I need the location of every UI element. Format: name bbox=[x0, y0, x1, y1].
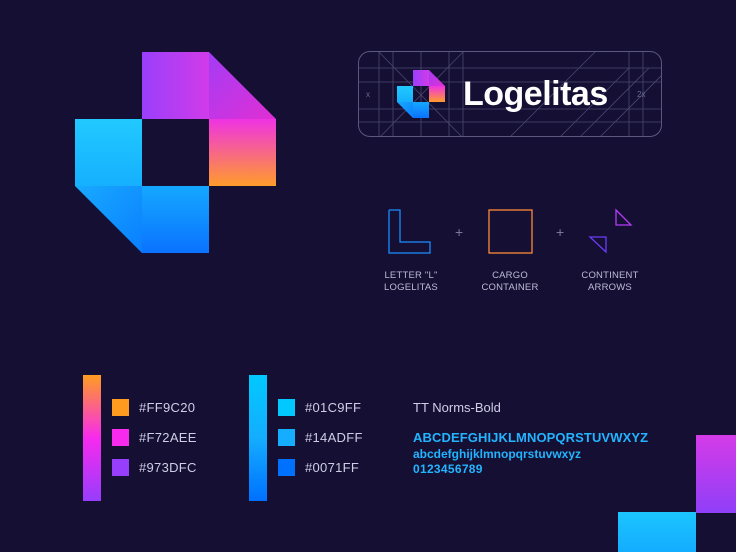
corner-decoration-pink-block bbox=[696, 435, 736, 513]
color-hex-label: #F72AEE bbox=[139, 430, 197, 445]
cargo-container-square-icon bbox=[488, 209, 533, 254]
color-hex-label: #01C9FF bbox=[305, 400, 362, 415]
construction-grid bbox=[359, 52, 661, 136]
wordmark-text: Logelitas bbox=[463, 75, 608, 113]
logo-mark-top-arrow bbox=[209, 52, 276, 119]
logo-mark-right-block bbox=[209, 119, 276, 186]
grid-mark-x: x bbox=[366, 90, 370, 99]
wordmark-construction-panel: x 2x Logelitas bbox=[358, 51, 662, 137]
concept-label-line1: CARGO bbox=[492, 270, 528, 281]
color-swatch bbox=[278, 429, 295, 446]
concept-label-line2: CONTAINER bbox=[481, 282, 539, 293]
color-swatch bbox=[112, 459, 129, 476]
type-specimen-digits: 0123456789 bbox=[413, 462, 483, 476]
plus-sign: + bbox=[455, 224, 464, 240]
logo-mark-large bbox=[75, 52, 276, 253]
color-hex-label: #14ADFF bbox=[305, 430, 363, 445]
color-swatch bbox=[278, 459, 295, 476]
logo-mark-left-block bbox=[75, 119, 142, 186]
concept-label-line2: ARROWS bbox=[588, 282, 632, 293]
warm-gradient-bar bbox=[83, 375, 101, 501]
color-swatch bbox=[278, 399, 295, 416]
color-swatch bbox=[112, 399, 129, 416]
logo-mark-top-block bbox=[142, 52, 209, 119]
continent-arrows-triangles-icon bbox=[588, 208, 633, 254]
color-swatch bbox=[112, 429, 129, 446]
logo-mark-bottom-arrow bbox=[75, 186, 142, 253]
concept-label-line1: LETTER "L" bbox=[384, 270, 438, 281]
letter-l-outline-icon bbox=[388, 209, 431, 254]
color-hex-label: #973DFC bbox=[139, 460, 197, 475]
type-specimen-lowercase: abcdefghijklmnopqrstuvwxyz bbox=[413, 447, 582, 461]
concept-label-arrows: CONTINENT ARROWS bbox=[555, 270, 665, 294]
concept-label-line1: CONTINENT bbox=[581, 270, 639, 281]
color-hex-label: #FF9C20 bbox=[139, 400, 196, 415]
corner-decoration-blue-block bbox=[618, 512, 696, 552]
plus-sign: + bbox=[556, 224, 565, 240]
grid-mark-2x: 2x bbox=[637, 90, 646, 99]
type-specimen-uppercase: ABCDEFGHIJKLMNOPQRSTUVWXYZ bbox=[413, 430, 649, 445]
font-name: TT Norms-Bold bbox=[413, 400, 501, 415]
cool-gradient-bar bbox=[249, 375, 267, 501]
concept-label-line2: LOGELITAS bbox=[384, 282, 438, 293]
logo-mark-small bbox=[397, 70, 445, 118]
concept-label-letter-l: LETTER "L" LOGELITAS bbox=[356, 270, 466, 294]
logo-mark-bottom-block bbox=[142, 186, 209, 253]
color-hex-label: #0071FF bbox=[305, 460, 360, 475]
concept-label-cargo: CARGO CONTAINER bbox=[455, 270, 565, 294]
